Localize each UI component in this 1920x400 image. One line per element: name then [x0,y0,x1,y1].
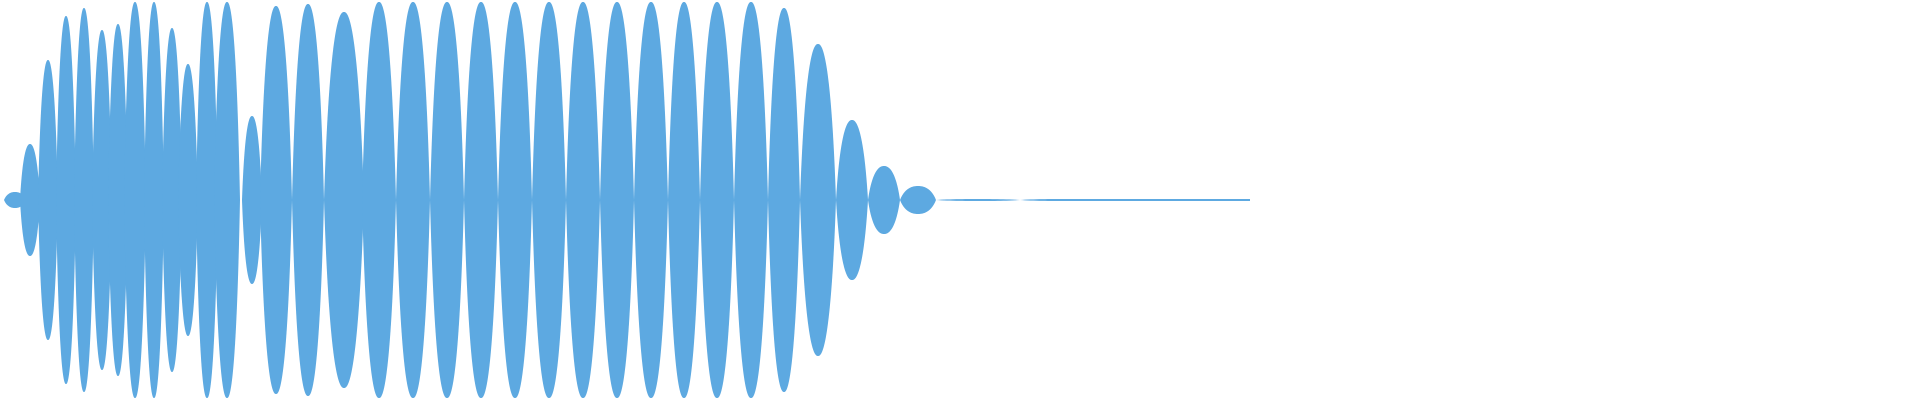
waveform-cycle [936,199,1020,201]
waveform-cycle [396,2,430,398]
waveform-cycles [4,2,1250,398]
waveform-cycle [836,120,868,280]
waveform-cycle [178,64,198,336]
waveform-cycle [74,8,94,392]
waveform-tail [1060,199,1250,201]
waveform-cycle [162,28,182,372]
waveform-cycle [214,2,240,398]
waveform-cycle [868,166,900,234]
waveform-cycle [56,16,76,384]
waveform-cycle [144,2,164,398]
waveform-cycle [92,30,112,370]
waveform-cycle [242,116,262,284]
waveform-cycle [20,144,40,256]
waveform-cycle [600,2,634,398]
waveform-cycle [362,2,396,398]
waveform-cycle [292,4,324,396]
waveform-cycle [498,2,532,398]
waveform-cycle [532,2,566,398]
waveform-cycle [734,2,768,398]
waveform-cycle [668,2,700,398]
waveform-cycle [768,8,800,392]
waveform-cycle [900,186,936,214]
waveform-cycle [324,12,364,388]
waveform-cycle [430,2,464,398]
waveform-cycle [196,2,218,398]
waveform-cycle [260,6,292,394]
waveform-cycle [800,44,836,356]
waveform-cycle [38,60,58,340]
waveform-cycle [464,2,498,398]
waveform-cycle [566,2,600,398]
waveform-cycle [700,2,734,398]
waveform-cycle [634,2,668,398]
waveform-cycle [108,24,128,376]
waveform-cycle [124,2,146,398]
